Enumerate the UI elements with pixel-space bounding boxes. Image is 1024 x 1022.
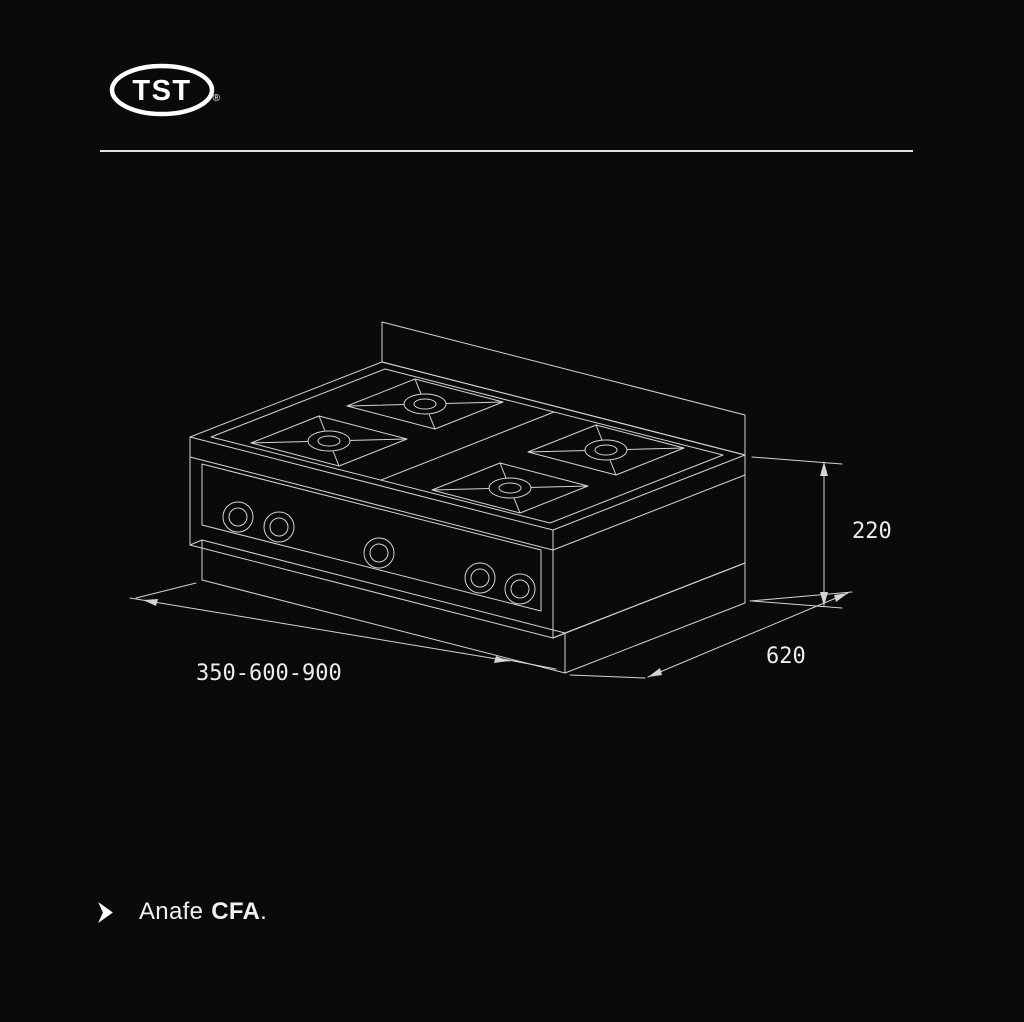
control-panel xyxy=(201,463,542,612)
registered-trademark-symbol: ® xyxy=(212,93,220,104)
cooktop-surface xyxy=(189,361,746,531)
logo-text: TST xyxy=(132,75,191,107)
product-type: Anafe xyxy=(139,898,204,925)
chevron-right-icon xyxy=(98,901,113,923)
burner-front-left xyxy=(250,415,408,467)
burner-front-right xyxy=(431,462,589,514)
burner-back-right xyxy=(527,424,685,476)
dimension-label-height: 220 xyxy=(852,519,892,544)
dimension-label-depth: 620 xyxy=(766,644,806,669)
base-plinth xyxy=(201,539,746,674)
product-caption: Anafe CFA. xyxy=(98,898,267,926)
caption-text: Anafe CFA. xyxy=(139,898,267,926)
logo-oval-icon: TST xyxy=(109,63,215,117)
burners xyxy=(250,378,685,514)
burner-back-left xyxy=(346,378,504,430)
tst-logo: TST ® xyxy=(108,62,220,118)
backsplash xyxy=(381,321,746,456)
dimension-depth-lines xyxy=(569,591,853,679)
control-knobs xyxy=(222,501,536,605)
product-model: CFA xyxy=(211,898,261,925)
dimension-label-width: 350-600-900 xyxy=(196,661,342,686)
dimension-height-lines xyxy=(751,456,843,609)
dimension-width-lines xyxy=(129,582,557,670)
divider-line xyxy=(100,150,913,152)
caption-period: . xyxy=(260,898,268,925)
